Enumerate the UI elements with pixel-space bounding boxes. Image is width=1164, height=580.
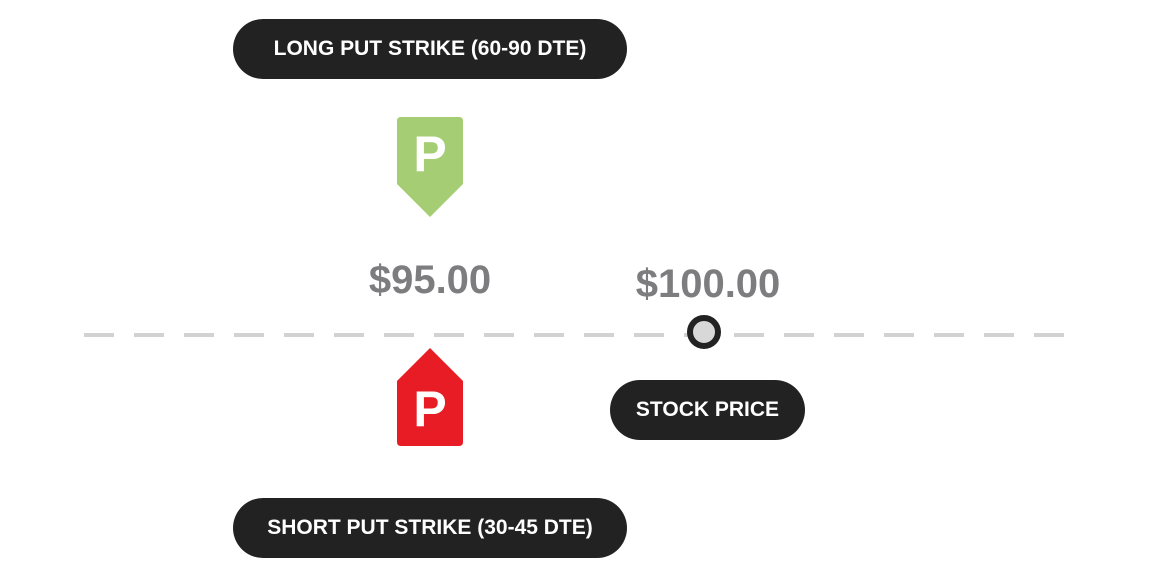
short-put-strike-label: SHORT PUT STRIKE (30-45 DTE)	[233, 498, 627, 558]
stock-price-dot	[687, 315, 721, 349]
price-axis-dashed-line	[84, 333, 1074, 337]
long-put-marker-letter: P	[413, 126, 447, 182]
strike-price-value: $95.00	[368, 258, 492, 302]
long-put-marker-icon: P	[397, 117, 463, 217]
short-put-marker-letter: P	[413, 381, 447, 437]
long-put-strike-label: LONG PUT STRIKE (60-90 DTE)	[233, 19, 627, 79]
stock-price-value: $100.00	[635, 262, 781, 306]
short-put-marker-icon: P	[397, 348, 463, 448]
stock-price-label: STOCK PRICE	[610, 380, 805, 440]
